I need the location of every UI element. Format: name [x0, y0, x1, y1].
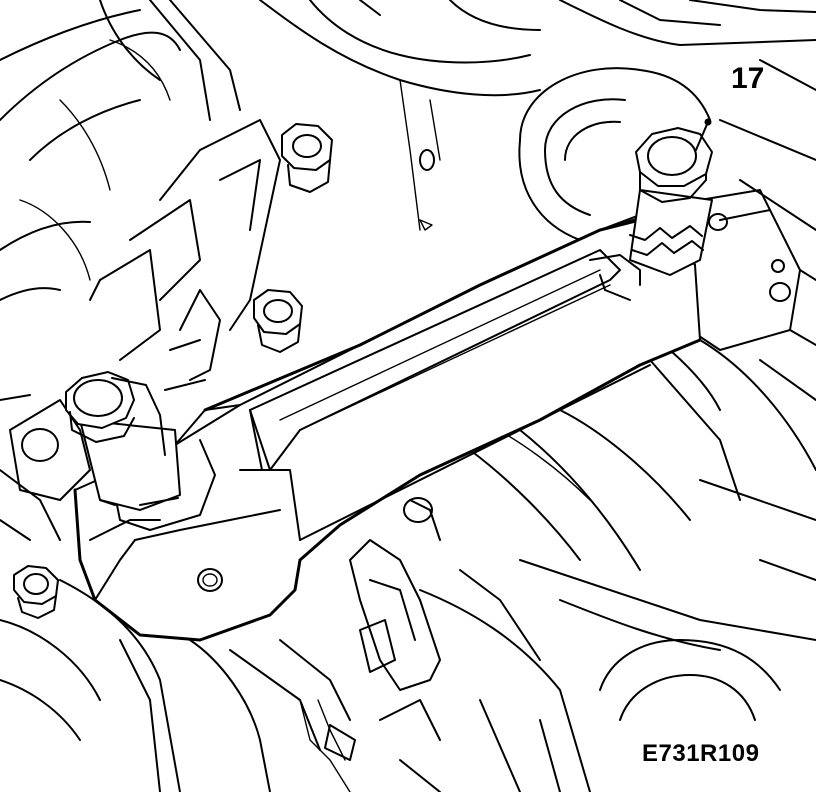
engine-support-tool — [73, 214, 702, 642]
tool-bolt-right — [629, 127, 713, 276]
callout-leader — [695, 118, 712, 151]
tool-bolt-left — [65, 371, 181, 511]
lower-bracket — [349, 497, 441, 691]
callout-number-17: 17 — [731, 62, 765, 95]
bolt-middle-left — [253, 289, 303, 353]
figure-reference-code: E731R109 — [642, 740, 760, 767]
bolt-lower-left — [13, 565, 59, 619]
bolt-top-center — [281, 123, 333, 193]
